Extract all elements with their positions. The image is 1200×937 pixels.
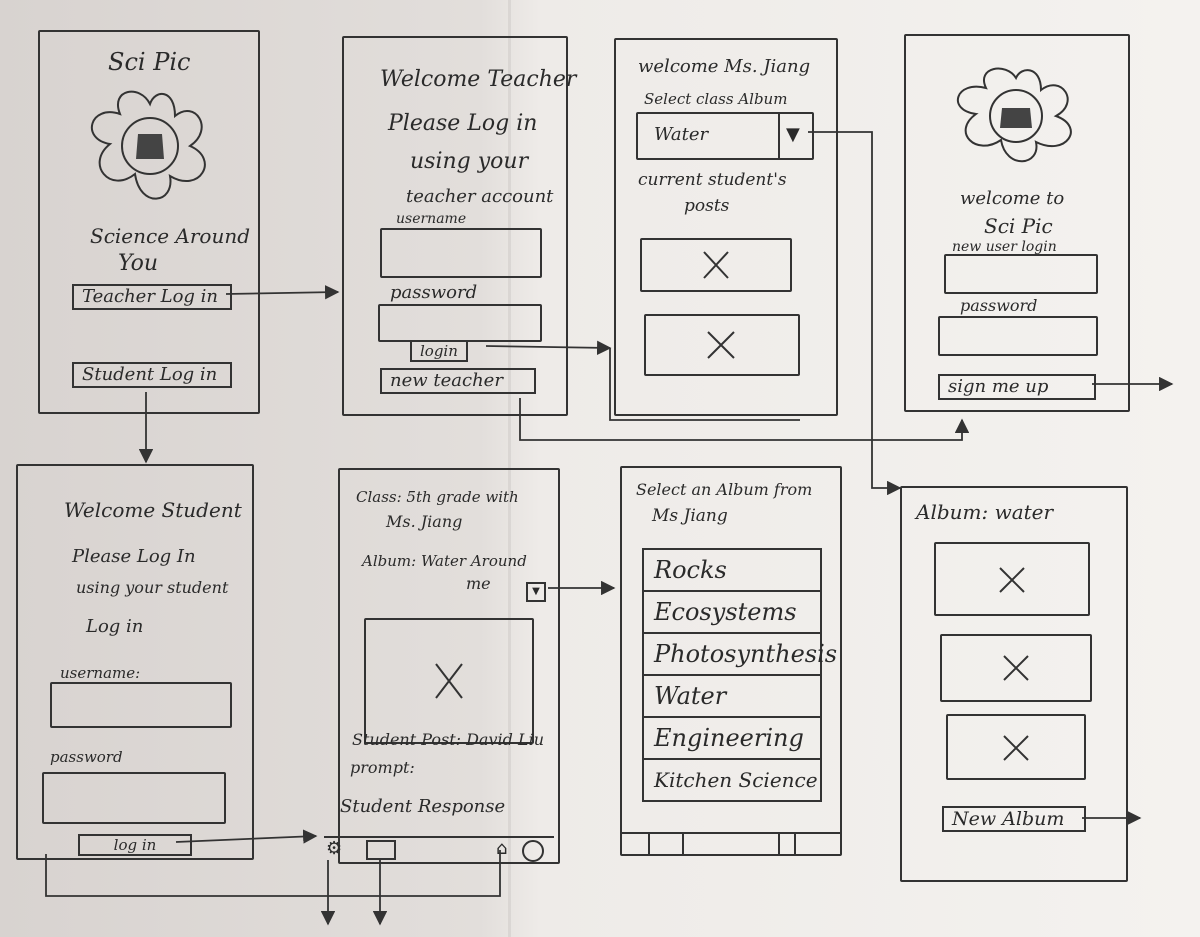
close-icon — [707, 331, 735, 359]
album-name: Rocks — [654, 556, 727, 584]
album-select-title: Select an Album from — [636, 480, 813, 499]
album-name: Photosynthesis — [654, 640, 838, 668]
image-placeholder[interactable] — [940, 634, 1092, 702]
student-password-input[interactable] — [42, 772, 226, 824]
student-post-author: Student Post: David Liu — [352, 730, 544, 749]
album-name: Water — [654, 682, 727, 710]
new-album-button[interactable]: New Album — [942, 806, 1086, 832]
album-name: Ecosystems — [654, 598, 797, 626]
select-album-label: Select class Album — [644, 90, 788, 108]
album-dropdown-value: Water — [654, 124, 709, 145]
screen-signup: welcome to Sci Pic new user login passwo… — [904, 34, 1130, 412]
student-login-submit-button[interactable]: log in — [78, 834, 192, 856]
student-instruction-2: using your student — [76, 578, 229, 597]
new-user-label: new user login — [952, 239, 1057, 255]
chevron-down-icon[interactable]: ▼ — [786, 124, 800, 145]
album-info-2: me — [466, 574, 491, 593]
home-icon[interactable]: ⌂ — [496, 838, 508, 859]
list-item[interactable]: Photosynthesis — [644, 634, 837, 676]
password-label: password — [390, 282, 478, 303]
signup-app-name: Sci Pic — [984, 214, 1053, 238]
student-login-button[interactable]: Student Log in — [72, 362, 232, 388]
image-placeholder[interactable] — [946, 714, 1086, 780]
bottom-nav-bar: ⚙ ⌂ — [324, 836, 554, 862]
close-icon — [999, 567, 1025, 593]
close-icon — [1003, 655, 1029, 681]
album-name: Kitchen Science — [654, 768, 818, 792]
flower-logo-icon — [90, 90, 206, 200]
screen-album-view: Album: water New Album — [900, 486, 1128, 882]
student-instruction-3: Log in — [86, 616, 144, 637]
album-select-title-2: Ms Jiang — [652, 506, 728, 526]
album-dropdown-icon[interactable]: ▼ — [526, 582, 546, 602]
student-instruction-1: Please Log In — [72, 546, 196, 567]
teacher-login-button[interactable]: Teacher Log in — [72, 284, 232, 310]
nav-tab[interactable] — [648, 834, 650, 854]
teacher-greeting: welcome Ms. Jiang — [638, 56, 811, 77]
nav-tab[interactable] — [778, 834, 780, 854]
screen-teacher-dashboard: welcome Ms. Jiang Select class Album Wat… — [614, 38, 838, 416]
album-info: Album: Water Around — [362, 552, 527, 570]
new-user-input[interactable] — [944, 254, 1098, 294]
app-title: Sci Pic — [108, 48, 191, 76]
student-username-input[interactable] — [50, 682, 232, 728]
teacher-instruction-3: teacher account — [406, 186, 554, 207]
screen-home: Sci Pic Science Around You Teacher Log i… — [38, 30, 260, 414]
list-item[interactable]: Ecosystems — [644, 592, 820, 634]
close-icon — [1003, 735, 1029, 761]
screen-album-select: Select an Album from Ms Jiang Rocks Ecos… — [620, 466, 842, 856]
profile-icon[interactable] — [522, 840, 544, 862]
teacher-login-submit-button[interactable]: login — [410, 340, 468, 362]
sign-me-up-button[interactable]: sign me up — [938, 374, 1096, 400]
bottom-nav-bar — [622, 832, 840, 854]
gallery-icon[interactable] — [366, 840, 396, 860]
student-password-label: password — [50, 748, 123, 766]
username-label: username — [396, 211, 467, 227]
album-name: Engineering — [654, 724, 804, 752]
close-icon — [435, 663, 463, 699]
album-view-title: Album: water — [916, 500, 1054, 524]
nav-tab[interactable] — [682, 834, 684, 854]
dropdown-divider — [778, 114, 780, 158]
list-item[interactable]: Water — [644, 676, 820, 718]
teacher-instruction-1: Please Log in — [388, 111, 538, 136]
list-item[interactable]: Kitchen Science — [644, 760, 820, 802]
prompt-label: prompt: — [350, 758, 415, 777]
list-item[interactable]: Rocks — [644, 550, 820, 592]
screen-teacher-login: Welcome Teacher Please Log in using your… — [342, 36, 576, 416]
signup-welcome: welcome to — [960, 188, 1065, 209]
tagline-line-2: You — [118, 251, 159, 276]
post-image-placeholder[interactable] — [364, 618, 534, 744]
settings-icon[interactable]: ⚙ — [326, 838, 343, 859]
signup-password-input[interactable] — [938, 316, 1098, 356]
flower-logo-icon — [956, 67, 1072, 163]
album-list: Rocks Ecosystems Photosynthesis Water En… — [642, 548, 837, 802]
image-placeholder[interactable] — [644, 314, 800, 376]
list-item[interactable]: Engineering — [644, 718, 820, 760]
tagline: Science Around — [90, 224, 251, 248]
close-icon — [703, 251, 729, 279]
album-dropdown[interactable]: Water ▼ — [636, 112, 814, 160]
username-input[interactable] — [380, 228, 542, 278]
signup-password-label: password — [960, 296, 1038, 315]
student-username-label: username: — [60, 664, 141, 682]
teacher-instruction-2: using your — [410, 149, 529, 174]
class-info-2: Ms. Jiang — [386, 512, 463, 531]
nav-tab[interactable] — [794, 834, 796, 854]
new-teacher-button[interactable]: new teacher — [380, 368, 536, 394]
class-info: Class: 5th grade with — [356, 488, 519, 506]
posts-heading: current student's — [638, 170, 787, 190]
student-welcome: Welcome Student — [64, 498, 242, 522]
teacher-welcome: Welcome Teacher — [380, 67, 577, 92]
image-placeholder[interactable] — [934, 542, 1090, 616]
student-response: Student Response — [340, 796, 506, 817]
screen-student-post: Class: 5th grade with Ms. Jiang Album: W… — [324, 468, 560, 864]
posts-heading-2: posts — [684, 196, 730, 216]
password-input[interactable] — [378, 304, 542, 342]
image-placeholder[interactable] — [640, 238, 792, 292]
screen-student-login: Welcome Student Please Log In using your… — [16, 464, 254, 860]
